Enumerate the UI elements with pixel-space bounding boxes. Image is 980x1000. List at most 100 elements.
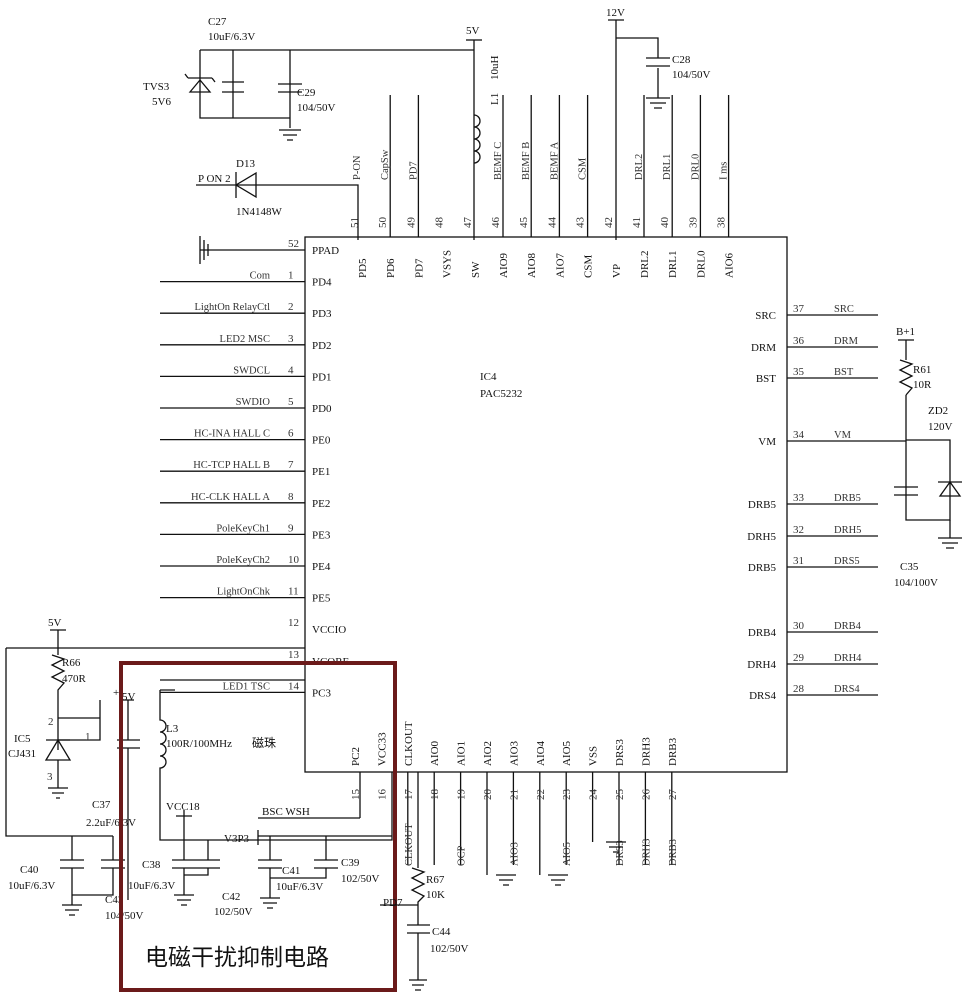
ic5-pin2: 2: [48, 716, 54, 728]
p-on-node: P ON 2: [198, 173, 231, 185]
pin-name-48: VSYS: [442, 250, 454, 278]
pin-num-24: 24: [588, 789, 600, 801]
pin-signal-35: BST: [834, 367, 854, 378]
pin-num-11: 11: [288, 586, 299, 598]
pin-num-27: 27: [667, 789, 679, 801]
pin-signal-11: LightOnChk: [217, 587, 271, 598]
ic5-value: CJ431: [8, 748, 36, 760]
pin-signal-29: DRH4: [834, 653, 862, 664]
pin-name-28: DRS4: [749, 690, 776, 702]
pin-signal-27: DRB3: [668, 839, 679, 866]
pin-name-17: CLKOUT: [403, 721, 415, 766]
pin-name-18: AIO0: [429, 740, 441, 766]
c44-ref: C44: [432, 926, 451, 938]
d13-section: D13 1N4148W P ON 2: [196, 158, 359, 240]
pin-num-21: 21: [508, 789, 520, 800]
rail-5v-b-label: 5V: [48, 617, 62, 629]
pin-signal-7: HC-TCP HALL B: [193, 460, 270, 471]
pin-num-43: 43: [575, 217, 587, 229]
pin-num-4: 4: [288, 364, 294, 376]
pin-signal-34: VM: [834, 430, 852, 441]
supply-12v-section: 12V C28 104/50V: [606, 7, 711, 240]
pin-signal-23: AIO5: [562, 842, 573, 866]
pin-num-22: 22: [535, 789, 547, 800]
emi-box: [119, 661, 397, 992]
vm-section: B+1 R61 10R ZD2 120V C35 104/100V: [894, 326, 962, 589]
pin-num-15: 15: [350, 789, 362, 801]
c35-ref: C35: [900, 561, 919, 573]
c37-symbol: [117, 699, 140, 900]
v3p3-label: V3P3: [224, 833, 250, 845]
pin-signal-38: I ms: [719, 162, 730, 180]
pin-name-3: PD2: [312, 340, 332, 352]
pin-name-12: VCCIO: [312, 624, 346, 636]
pin-name-46: AIO9: [498, 252, 510, 278]
pin-signal-37: SRC: [834, 304, 854, 315]
c28-ref: C28: [672, 54, 691, 66]
pin-num-37: 37: [793, 303, 805, 315]
pin-num-14: 14: [288, 680, 300, 692]
pin-signal-41: DRL2: [634, 154, 645, 180]
c29-ref: C29: [297, 87, 316, 99]
pin-num-29: 29: [793, 652, 805, 664]
pin-num-32: 32: [793, 524, 804, 536]
pin-num-2: 2: [288, 301, 294, 313]
c40-value: 10uF/6.3V: [8, 880, 55, 892]
pin-name-22: AIO4: [535, 740, 547, 766]
rail-5v-label: 5V: [466, 25, 480, 37]
emi-section: L3 100R/100MHz 磁珠 VCC18 C38 10uF/6.3V C4…: [119, 661, 397, 992]
pin-num-23: 23: [561, 789, 573, 801]
pin-name-27: DRB3: [667, 737, 679, 766]
pin-name-39: DRL0: [695, 250, 707, 278]
pin-num-38: 38: [716, 217, 728, 229]
pin-num-9: 9: [288, 522, 294, 534]
pin-name-33: DRB5: [748, 499, 777, 511]
pd7-node-label: PD7: [383, 897, 403, 909]
d13-symbol: [234, 171, 257, 199]
pin-signal-44: BEMF A: [549, 141, 560, 180]
c43-value: 104/50V: [105, 910, 144, 922]
pin-name-36: DRM: [751, 342, 776, 354]
pin-name-16: VCC33: [376, 732, 388, 766]
r61-symbol: [898, 359, 914, 396]
d13-value: 1N4148W: [236, 206, 282, 218]
zd2-symbol: [938, 480, 962, 497]
c40-ref: C40: [20, 864, 39, 876]
c27-symbol: [222, 81, 244, 93]
pin-name-26: DRH3: [640, 737, 652, 766]
pin-name-15: PC2: [350, 747, 362, 766]
ic4-part: PAC5232: [480, 388, 522, 400]
pin-name-1: PD4: [312, 277, 332, 289]
c39-value: 102/50V: [341, 873, 380, 885]
r61-value: 10R: [913, 379, 932, 391]
c27-value: 10uF/6.3V: [208, 31, 255, 43]
pin-signal-19: OCP: [457, 845, 468, 866]
pin-signal-31: DRS5: [834, 556, 860, 567]
pin-name-5: PD0: [312, 403, 332, 415]
pin-name-21: AIO3: [508, 740, 520, 766]
pin-signal-43: CSM: [578, 157, 589, 180]
pin-num-13: 13: [288, 649, 300, 661]
zd2-value: 120V: [928, 421, 953, 433]
pin-signal-9: PoleKeyCh1: [216, 523, 270, 534]
c27-ref: C27: [208, 16, 227, 28]
pin-num-31: 31: [793, 555, 804, 567]
bsc-wsh-label: BSC WSH: [262, 806, 310, 818]
pin-name-47: SW: [470, 261, 482, 278]
bottom-pins: 15PC216VCC3317CLKOUTCLKOUT18AIO019AIO1OC…: [350, 721, 679, 875]
ic5-symbol: [44, 738, 72, 799]
c42-value: 102/50V: [214, 906, 253, 918]
pin-num-10: 10: [288, 554, 300, 566]
rail-5v-c-label: 5V: [122, 691, 136, 703]
pin-num-46: 46: [490, 217, 502, 229]
c28-value: 104/50V: [672, 69, 711, 81]
pin-num-6: 6: [288, 428, 294, 440]
pin-name-35: BST: [756, 373, 776, 385]
r67-value: 10K: [426, 889, 445, 901]
l3-value: 100R/100MHz: [166, 738, 232, 750]
c44-value: 102/50V: [430, 943, 469, 955]
pin-num-45: 45: [518, 217, 530, 229]
pin-num-36: 36: [793, 335, 805, 347]
